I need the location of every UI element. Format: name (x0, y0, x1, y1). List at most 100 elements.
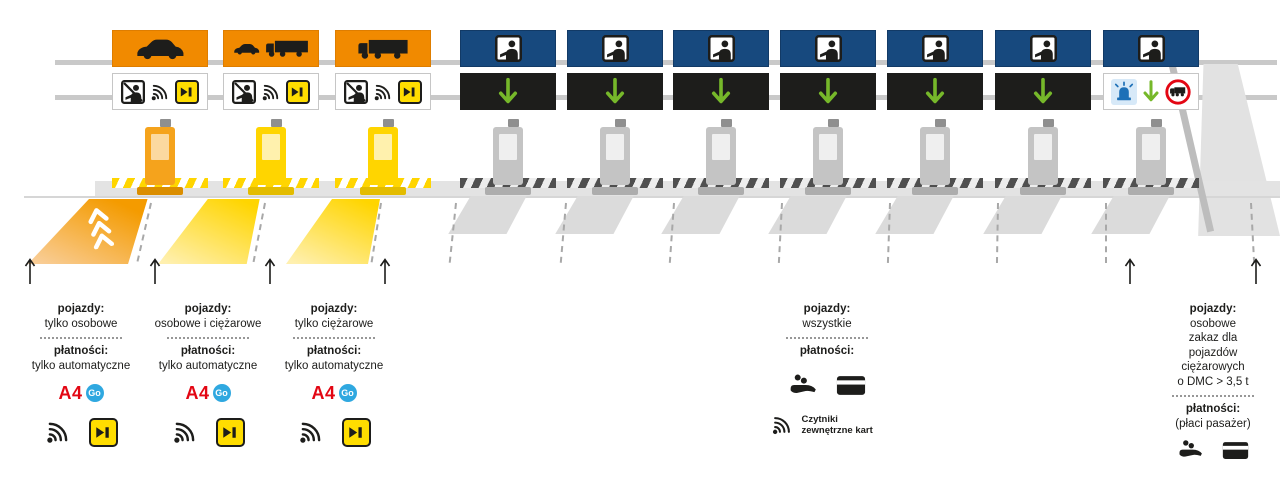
card-reader-icon (175, 79, 199, 104)
lane-info-special: pojazdy: osobowe zakaz dla pojazdów cięż… (1146, 302, 1280, 461)
lane-open-sign (460, 73, 556, 110)
payments-label: płatności: (306, 345, 362, 357)
booth-window (819, 134, 837, 160)
radio-waves-icon (771, 414, 793, 436)
booth-base (360, 187, 406, 195)
lane-signs-5 (567, 30, 663, 110)
hand-with-coins-icon (788, 373, 818, 398)
a4-logo-text: A4 (185, 383, 210, 403)
booth-body (368, 127, 398, 185)
lane-signs-6 (673, 30, 769, 110)
lane-signs-8 (887, 30, 983, 110)
lane-surface-automatic-2 (158, 199, 260, 264)
no-attendant-icon (121, 80, 145, 104)
vehicle-type-sign (335, 30, 431, 67)
green-down-arrow-icon (710, 77, 732, 106)
booth-base (805, 187, 851, 195)
booth-body (706, 127, 736, 185)
payments-label: płatności: (799, 345, 855, 357)
card-reader-icon (215, 417, 245, 447)
cashier-icon (602, 35, 629, 62)
lane-signs-4 (460, 30, 556, 110)
booth-body (493, 127, 523, 185)
cashier-icon (1030, 35, 1057, 62)
booth-body (813, 127, 843, 185)
booth-camera (615, 119, 626, 127)
booth-base (1020, 187, 1066, 195)
vehicles-value: wszystkie (802, 317, 852, 330)
attendant-sign (780, 30, 876, 67)
booth-camera (271, 119, 282, 127)
no-trucks-sign-icon (1165, 79, 1191, 105)
radio-waves-icon (298, 419, 324, 445)
booth-camera (160, 119, 171, 127)
booth-body (1028, 127, 1058, 185)
payment-icons (146, 417, 270, 447)
attendant-sign (887, 30, 983, 67)
vehicles-line: pojazdów (1188, 346, 1238, 359)
car-icon (135, 37, 185, 61)
booth-camera (1151, 119, 1162, 127)
booth-camera (935, 119, 946, 127)
booth-camera (721, 119, 732, 127)
lane-info-automatic-1: pojazdy: tylko osobowe płatności: tylko … (16, 302, 146, 447)
cashier-icon (1138, 35, 1165, 62)
booth-body (256, 127, 286, 185)
booth-base (912, 187, 958, 195)
booth-base (592, 187, 638, 195)
lane-shadow (555, 196, 634, 234)
lane-info-attended: pojazdy: wszystkie płatności: Czytniki z… (752, 302, 902, 437)
green-down-arrow-icon (604, 77, 626, 106)
go-logo-badge: Go (212, 384, 231, 402)
lane-signs-3 (335, 30, 431, 110)
booth-body (920, 127, 950, 185)
lane-shadow (661, 196, 740, 234)
radio-waves-icon (261, 82, 281, 102)
booth-window (1142, 134, 1160, 160)
payment-card-icon (1222, 441, 1249, 460)
booth-camera (828, 119, 839, 127)
toll-booth (780, 118, 876, 196)
lane-info-automatic-3: pojazdy: tylko ciężarowe płatności: tylk… (272, 302, 396, 447)
lane-open-sign (995, 73, 1091, 110)
card-reader-icon (88, 417, 118, 447)
lane-signs-2 (223, 30, 319, 110)
card-reader-icon (341, 417, 371, 447)
toll-booth (567, 118, 663, 196)
gantry-beam-bottom (55, 95, 1277, 100)
card-reader-icon (286, 79, 310, 104)
green-down-arrow-icon (924, 77, 946, 106)
special-lane-sign (1103, 73, 1199, 110)
payment-method-sign (223, 73, 319, 110)
up-arrow-icon (379, 257, 391, 285)
dotted-divider (167, 337, 249, 339)
toll-booth (112, 118, 208, 196)
dotted-divider (293, 337, 375, 339)
beacon-icon (1111, 78, 1137, 105)
booth-camera (508, 119, 519, 127)
booth-window (712, 134, 730, 160)
vehicles-label: pojazdy: (57, 303, 105, 315)
dotted-divider (1172, 395, 1254, 397)
payment-method-sign (112, 73, 208, 110)
vehicles-line: o DMC > 3,5 t (1177, 375, 1249, 388)
lane-open-sign (673, 73, 769, 110)
dotted-divider (40, 337, 122, 339)
green-down-arrow-icon (1032, 77, 1054, 106)
truck-icon (357, 38, 409, 60)
vehicle-type-sign (112, 30, 208, 67)
booth-body (1136, 127, 1166, 185)
vehicles-value: tylko ciężarowe (294, 317, 374, 330)
payments-value: tylko automatyczne (284, 359, 384, 372)
green-down-arrow-icon (497, 77, 519, 106)
lane-signs-7 (780, 30, 876, 110)
cashier-icon (708, 35, 735, 62)
vehicles-label: pojazdy: (803, 303, 851, 315)
attendant-sign (995, 30, 1091, 67)
up-arrow-icon (24, 257, 36, 285)
no-attendant-icon (232, 80, 256, 104)
payment-icons (1146, 439, 1280, 461)
